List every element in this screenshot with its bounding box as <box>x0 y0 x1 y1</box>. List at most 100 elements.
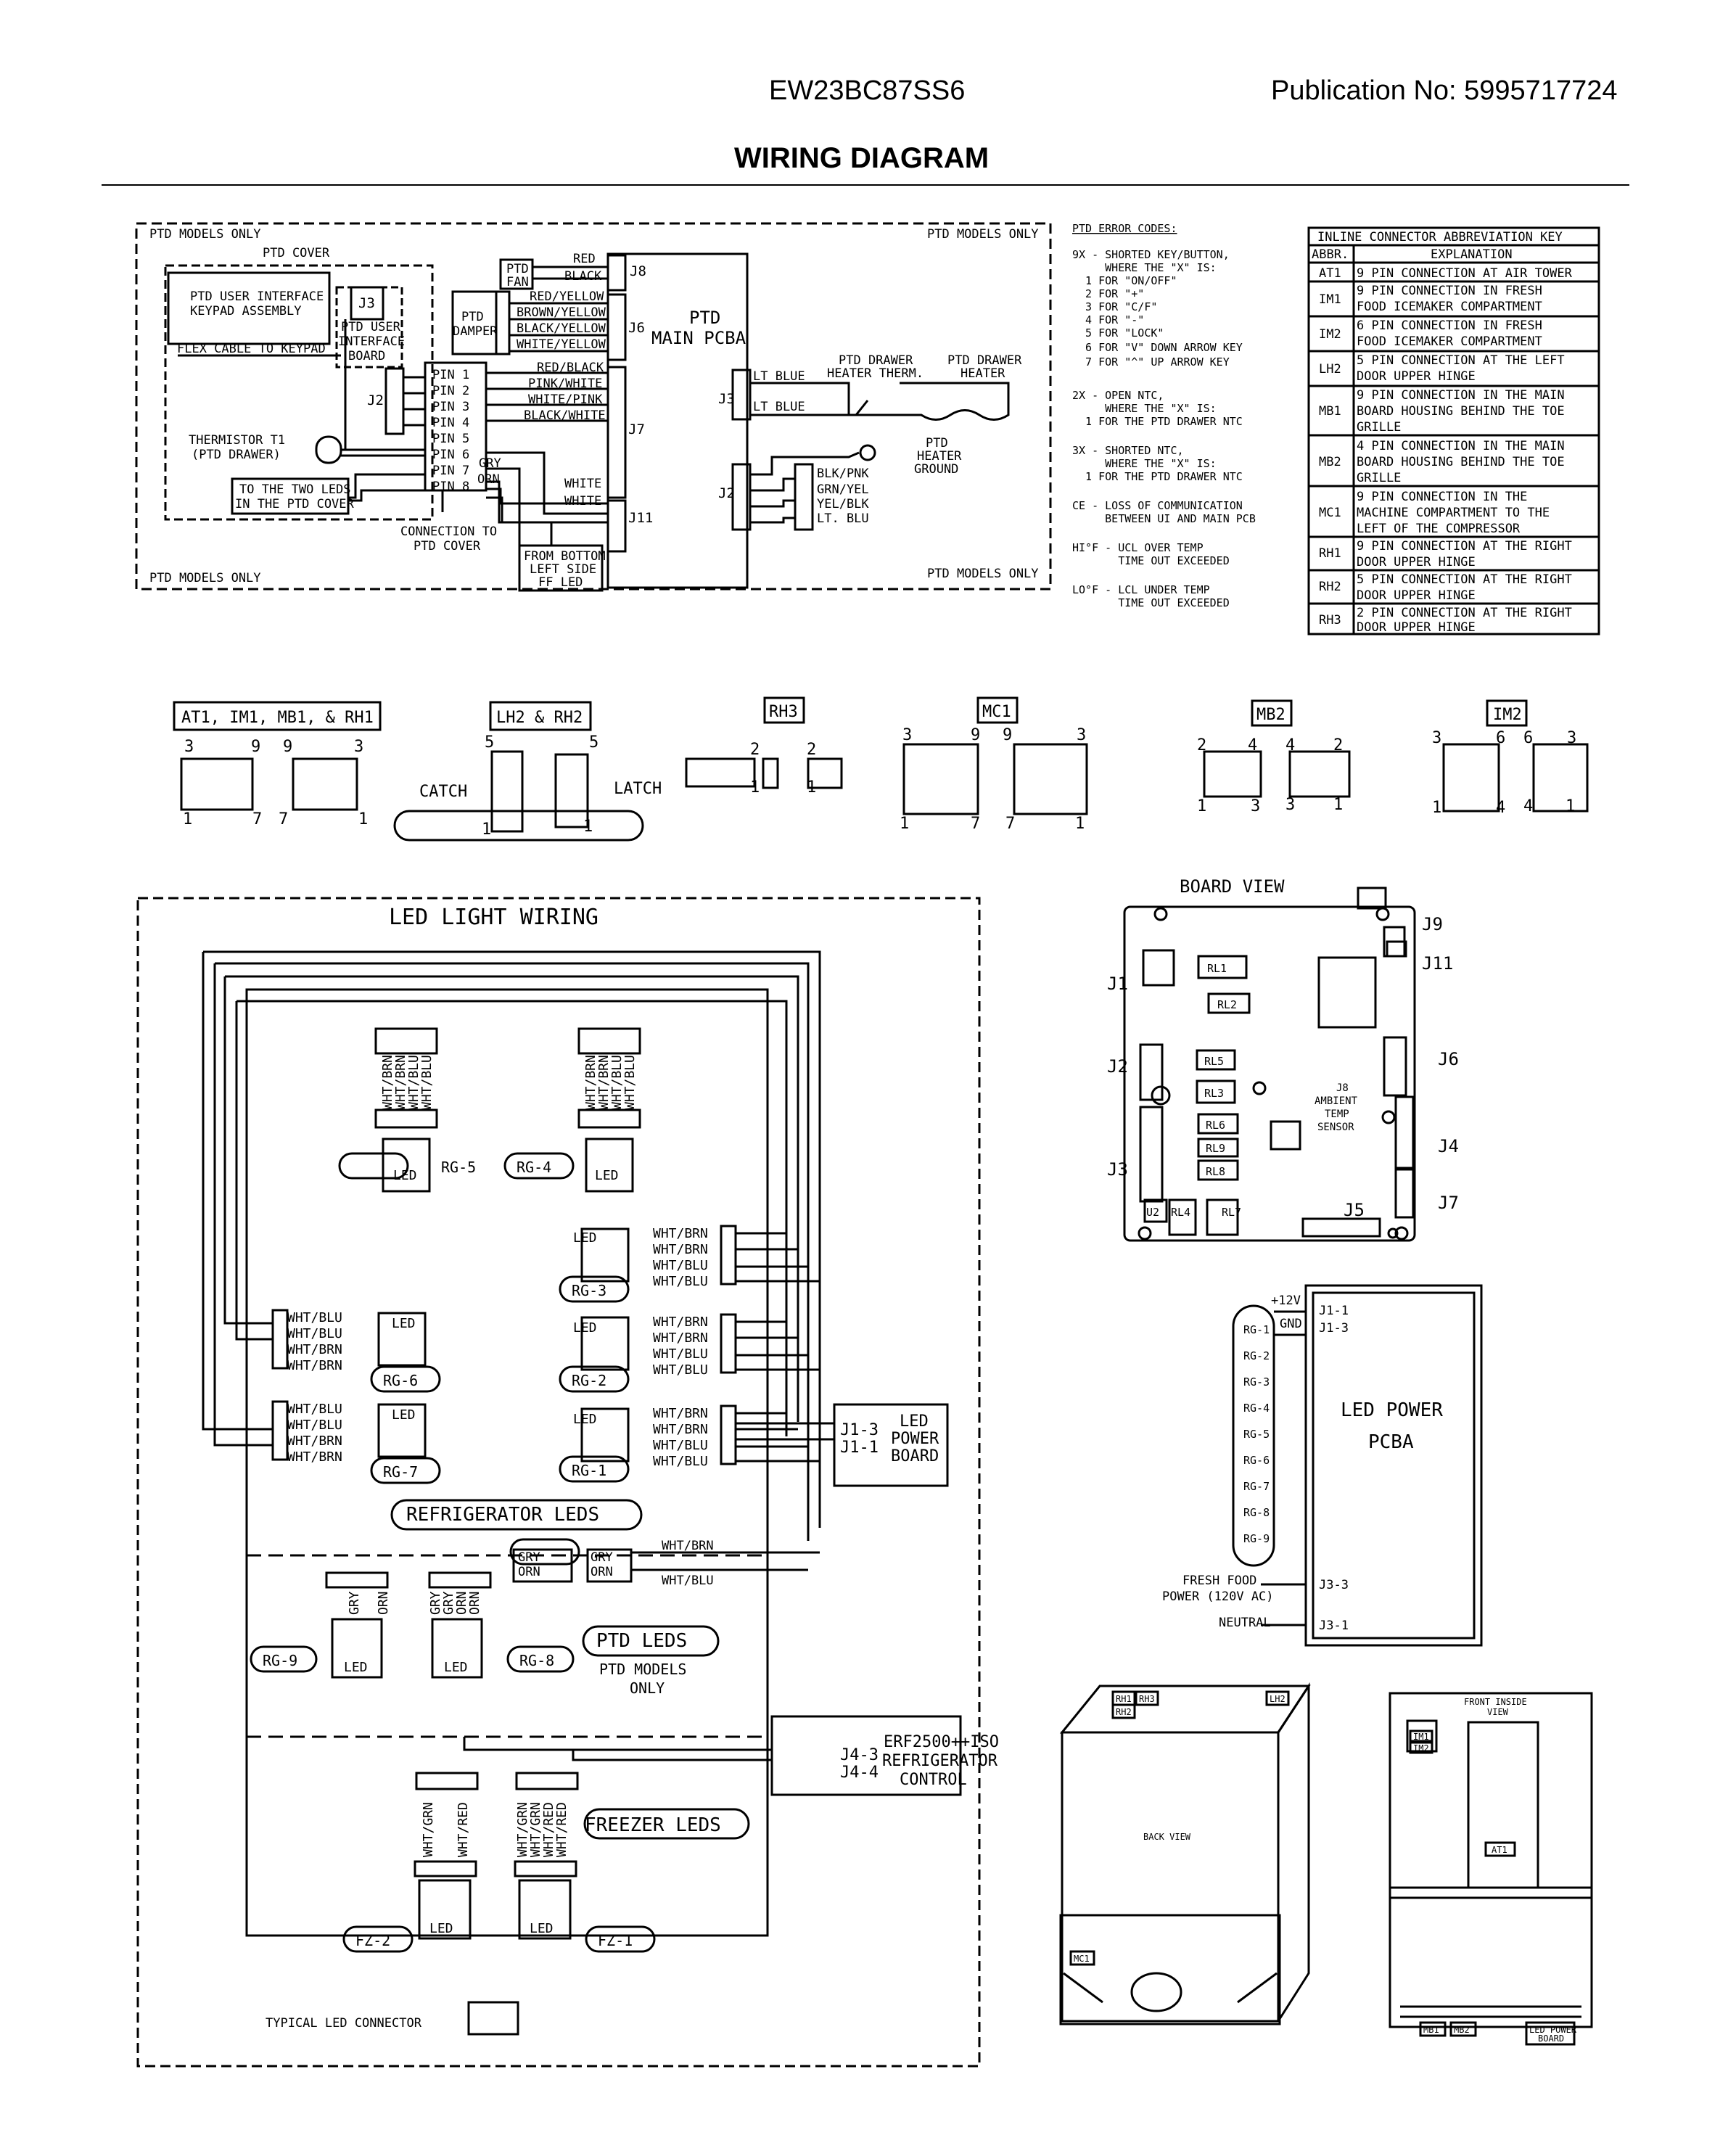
main-pcba-label-1: PTD <box>689 308 720 328</box>
fresh-food-2: POWER (120V AC) <box>1162 1589 1274 1604</box>
rg6-wire-1: WHT/BLU <box>287 1310 342 1325</box>
at1-pin9-a: 9 <box>251 738 260 756</box>
key-expl-im2-1: 6 PIN CONNECTION IN FRESH <box>1357 318 1542 333</box>
board-rl6: RL6 <box>1206 1119 1225 1132</box>
two-leds-label-1: TO THE TWO LEDS <box>239 482 351 497</box>
error-line-13: 1 FOR THE PTD DRAWER NTC <box>1072 415 1243 428</box>
key-expl-mb2-2: BOARD HOUSING BEHIND THE TOE <box>1357 455 1565 469</box>
error-line-8: 6 FOR "V" DOWN ARROW KEY <box>1072 341 1243 354</box>
at1-pin3-a: 3 <box>184 738 194 756</box>
fz1-wire-2: WHT/GRN <box>528 1802 543 1857</box>
mb2-pin3-a: 3 <box>1251 797 1260 815</box>
erf-label-2: REFRIGERATOR <box>882 1752 998 1770</box>
rg4-wire-1: WHT/BRN <box>583 1055 598 1110</box>
im2-pin6-a: 6 <box>1496 729 1505 747</box>
rg5-wire-2: WHT/BRN <box>393 1055 408 1110</box>
rg2-wire-3: WHT/BLU <box>653 1346 708 1362</box>
error-line-20: BETWEEN UI AND MAIN PCB <box>1072 512 1256 525</box>
mc1-pin3-b: 3 <box>1077 726 1086 744</box>
lh2-pin1-a: 1 <box>482 820 491 839</box>
board-j6: J6 <box>1438 1049 1459 1069</box>
connection-label-2: PTD COVER <box>414 539 481 554</box>
ptd-models-label-2: ONLY <box>630 1679 665 1697</box>
ptd-section <box>135 222 1052 592</box>
rg7-wire-3: WHT/BRN <box>287 1434 342 1449</box>
heater-therm-label-1: PTD DRAWER <box>839 353 913 368</box>
rg4-wire-4: WHT/BLU <box>622 1055 638 1110</box>
rg-5-label: RG-5 <box>441 1159 476 1176</box>
pcba-12v: +12V <box>1271 1293 1301 1308</box>
damper-label-2: DAMPER <box>453 324 498 339</box>
back-view-illustration <box>1059 1682 1311 2025</box>
refrigerator-leds-label: REFRIGERATOR LEDS <box>406 1504 599 1526</box>
rg9-wire-gry: GRY <box>347 1591 362 1615</box>
at1-pin1-b: 1 <box>358 810 368 828</box>
ui-board-label-3: BOARD <box>348 349 385 363</box>
error-line-3: 1 FOR "ON/OFF" <box>1072 274 1177 287</box>
j11-label: J11 <box>628 510 653 526</box>
rg-5-led: LED <box>393 1168 417 1183</box>
key-expl-rh1-1: 9 PIN CONNECTION AT THE RIGHT <box>1357 539 1572 554</box>
conn-rh3-label: RH3 <box>769 703 798 721</box>
rg3-wire-4: WHT/BLU <box>653 1274 708 1289</box>
tag-im1: IM1 <box>1413 1732 1429 1742</box>
rg2-wire-1: WHT/BRN <box>653 1315 708 1330</box>
rg4-wire-3: WHT/BLU <box>609 1055 625 1110</box>
conn-lh2-label: LH2 & RH2 <box>496 709 583 727</box>
fz1-wire-4: WHT/RED <box>554 1802 569 1857</box>
rg5-wire-3: WHT/BLU <box>406 1055 421 1110</box>
rg1-wire-4: WHT/BLU <box>653 1454 708 1469</box>
wire-white-1: WHITE <box>564 477 601 491</box>
key-expl-rh3-1: 2 PIN CONNECTION AT THE RIGHT <box>1357 606 1572 620</box>
at1-pin9-b: 9 <box>283 738 292 756</box>
pcba-j1-1: J1-1 <box>1319 1304 1349 1318</box>
freezer-leds-label: FREEZER LEDS <box>585 1814 721 1836</box>
pcba-j1-3: J1-3 <box>1319 1321 1349 1336</box>
j6-label: J6 <box>628 320 645 336</box>
led-power-board-3: BOARD <box>891 1447 939 1465</box>
wire-pink-white: PINK/WHITE <box>528 377 602 391</box>
back-view-label: BACK VIEW <box>1143 1832 1191 1842</box>
error-line-15: 3X - SHORTED NTC, <box>1072 444 1184 457</box>
key-col-abbr: ABBR. <box>1312 247 1349 262</box>
key-title: INLINE CONNECTOR ABBREVIATION KEY <box>1317 230 1563 244</box>
rg-7-label: RG-7 <box>383 1463 418 1481</box>
error-line-1: 9X - SHORTED KEY/BUTTON, <box>1072 248 1230 261</box>
mc1-pin9-a: 9 <box>971 726 980 744</box>
rg8-wire-gry-1: GRY <box>428 1591 443 1615</box>
typical-connector-label: TYPICAL LED CONNECTOR <box>266 2016 422 2031</box>
error-line-19: CE - LOSS OF COMMUNICATION <box>1072 499 1243 512</box>
rg1-wire-2: WHT/BRN <box>653 1422 708 1437</box>
error-line-12: WHERE THE "X" IS: <box>1072 402 1217 415</box>
mc1-pin1-b: 1 <box>1075 815 1085 833</box>
im2-pin1-b: 1 <box>1566 797 1575 815</box>
fresh-food-1: FRESH FOOD <box>1182 1574 1256 1588</box>
ptd-models-only-bl: PTD MODELS ONLY <box>149 571 261 585</box>
erf-j4-4: J4-4 <box>840 1764 879 1782</box>
key-abbr-mb2: MB2 <box>1319 455 1341 469</box>
rg2-wire-2: WHT/BRN <box>653 1330 708 1346</box>
error-line-6: 4 FOR "-" <box>1072 313 1144 326</box>
led-power-board-tag-2: BOARD <box>1538 2033 1564 2044</box>
ptd-error-codes: PTD ERROR CODES: 9X - SHORTED KEY/BUTTON… <box>1072 222 1256 609</box>
pcba-rg-6: RG-6 <box>1243 1454 1270 1467</box>
board-j2: J2 <box>1107 1056 1128 1077</box>
conn-mb2-label: MB2 <box>1256 706 1285 724</box>
fz-2-label: FZ-2 <box>355 1932 390 1949</box>
rg-9-label: RG-9 <box>263 1652 297 1669</box>
main-pcba-label-2: MAIN PCBA <box>651 328 746 348</box>
key-abbr-mc1: MC1 <box>1319 506 1341 520</box>
j2-wire-3: YEL/BLK <box>817 497 869 511</box>
rg6-wire-4: WHT/BRN <box>287 1358 342 1373</box>
tag-lh2: LH2 <box>1270 1694 1285 1704</box>
rg3-wire-2: WHT/BRN <box>653 1242 708 1257</box>
wire-black-white: BLACK/WHITE <box>524 408 606 423</box>
error-codes-title: PTD ERROR CODES: <box>1072 222 1177 235</box>
key-expl-rh3-2: DOOR UPPER HINGE <box>1357 620 1476 635</box>
ptd-models-label-1: PTD MODELS <box>599 1661 686 1678</box>
page-title: WIRING DIAGRAM <box>734 142 990 174</box>
from-bottom-label-3: FF LED <box>538 575 583 590</box>
rg-1-label: RG-1 <box>572 1462 606 1479</box>
pin-5: PIN 5 <box>432 432 469 446</box>
